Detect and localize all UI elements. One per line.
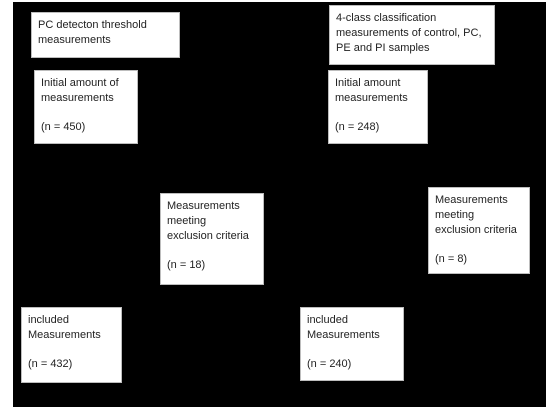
left-initial-count: (n = 450) [41,121,86,133]
right-header-line-2: measurements of control, PC, [336,27,482,39]
left-vertical-arrow [49,148,85,302]
right-initial-box: Initial amount measurements (n = 248) [328,70,428,144]
right-excluded-line-1: Measurements [435,194,508,206]
right-included-line-1: included [307,314,348,326]
right-header-line-1: 4-class classification [336,12,437,24]
left-included-line-2: Measurements [28,329,101,341]
right-excluded-count: (n = 8) [435,253,468,265]
right-header-line-3: PE and PI samples [336,42,430,54]
left-initial-line-2: measurements [41,92,114,104]
left-excluded-line-3: exclusion criteria [167,230,249,242]
right-included-box: included Measurements (n = 240) [300,307,404,381]
left-excluded-line-1: Measurements [167,200,240,212]
left-header-box: PC detecton threshold measurements [31,12,180,58]
left-included-box: included Measurements (n = 432) [21,307,122,383]
right-excluded-line-3: exclusion criteria [435,224,517,236]
right-excluded-box: Measurements meeting exclusion criteria … [428,187,530,274]
right-included-count: (n = 240) [307,358,352,370]
left-included-line-1: included [28,314,69,326]
right-header-box: 4-class classification measurements of c… [329,5,495,65]
left-excluded-count: (n = 18) [167,259,206,271]
left-excluded-box: Measurements meeting exclusion criteria … [160,193,264,285]
right-initial-count: (n = 248) [335,121,380,133]
right-included-line-2: Measurements [307,329,380,341]
left-initial-line-1: Initial amount of [41,77,119,89]
left-branch-arrow [75,202,168,242]
left-excluded-line-2: meeting [167,215,207,227]
right-branch-arrow [353,202,425,242]
left-header-line-2: measurements [38,34,111,46]
left-header-line-1: PC detecton threshold [38,19,147,31]
left-initial-box: Initial amount of measurements (n = 450) [34,70,138,144]
left-included-count: (n = 432) [28,358,73,370]
right-excluded-line-2: meeting [435,209,475,221]
right-initial-line-2: measurements [335,92,408,104]
right-initial-line-1: Initial amount [335,77,401,89]
right-vertical-arrow [327,148,363,302]
